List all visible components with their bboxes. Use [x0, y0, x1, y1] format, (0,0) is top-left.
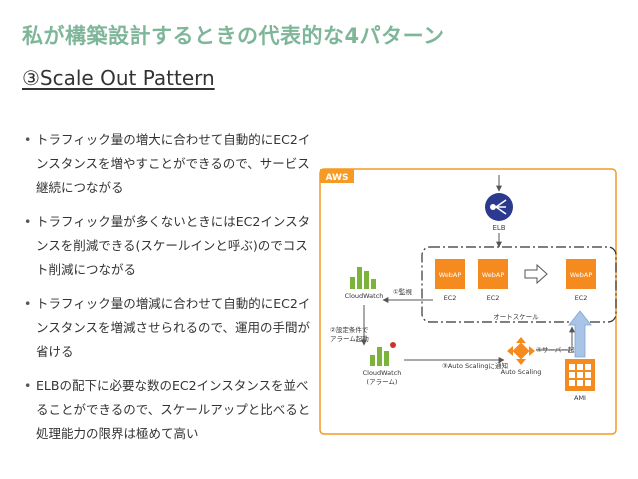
ami-cell [577, 380, 583, 386]
ec2-instance-1 [435, 259, 465, 289]
cloudwatch-label: CloudWatch [345, 292, 384, 300]
alarm-bar [370, 355, 375, 366]
alarm-bar [377, 347, 382, 366]
bullet-item: ELBの配下に必要な数のEC2インスタンスを並べることができるので、スケールアッ… [22, 374, 314, 446]
alarm-dot [390, 342, 396, 348]
autoscaling-icon [507, 337, 535, 365]
scale-out-diagram: AWS ELB オートスケール WebAP EC2 WebAP EC2 WebA… [319, 168, 617, 435]
cloudwatch-alarm-label: CloudWatch [363, 369, 402, 377]
webap-label: WebAP [570, 271, 593, 279]
alarm-bar [384, 351, 389, 366]
bullet-list: トラフィック量の増大に合わせて自動的にEC2インスタンスを増やすことができるので… [22, 128, 314, 456]
page-title: 私が構築設計するときの代表的な4パターン [22, 24, 445, 48]
ec2-label: EC2 [487, 294, 500, 302]
ami-cell [577, 372, 583, 378]
ami-label: AMI [574, 394, 586, 402]
ami-cell [577, 364, 583, 370]
ami-cell [569, 372, 575, 378]
step2-label: ②設定条件で [330, 325, 369, 334]
step2-label: アラーム起動 [330, 334, 369, 343]
aws-tag [320, 169, 354, 183]
autoscaling-label: Auto Scaling [501, 368, 542, 376]
bullet-item: トラフィック量が多くないときにはEC2インスタンスを削減できる(スケールインと呼… [22, 210, 314, 282]
scale-up-arrow [568, 310, 592, 358]
aws-label: AWS [326, 173, 349, 183]
launch-arrow [536, 326, 575, 351]
elb-icon-dot [490, 204, 496, 210]
ec2-label: EC2 [444, 294, 457, 302]
bullet-item: トラフィック量の増減に合わせて自動的にEC2インスタンスを増減させられるので、運… [22, 292, 314, 364]
elb-label: ELB [492, 224, 505, 232]
cloudwatch-bar [350, 277, 355, 289]
ami-cell [585, 372, 591, 378]
webap-label: WebAP [439, 271, 462, 279]
alarm-sub-label: (アラーム) [367, 378, 398, 386]
cloudwatch-bar [364, 271, 369, 289]
page-subtitle: ③Scale Out Pattern [22, 66, 215, 90]
scale-arrow [524, 263, 548, 285]
ec2-label: EC2 [575, 294, 588, 302]
cloudwatch-bar [371, 279, 376, 289]
webap-label: WebAP [482, 271, 505, 279]
aws-frame [319, 168, 617, 435]
ami-cell [585, 364, 591, 370]
ec2-instance-3 [566, 259, 596, 289]
autoscale-group-label: オートスケール [493, 313, 539, 321]
ec2-instance-2 [478, 259, 508, 289]
ami-cell [569, 364, 575, 370]
cloudwatch-bar [357, 267, 362, 289]
step1-label: ①監視 [393, 287, 412, 296]
ami-cell [569, 380, 575, 386]
step3-label: ③Auto Scalingに通知 [442, 361, 508, 370]
bullet-item: トラフィック量の増大に合わせて自動的にEC2インスタンスを増やすことができるので… [22, 128, 314, 200]
elb-icon-line [495, 199, 507, 208]
elb-icon-line [495, 206, 507, 215]
ami-cell [585, 380, 591, 386]
autoscale-group [421, 246, 617, 323]
